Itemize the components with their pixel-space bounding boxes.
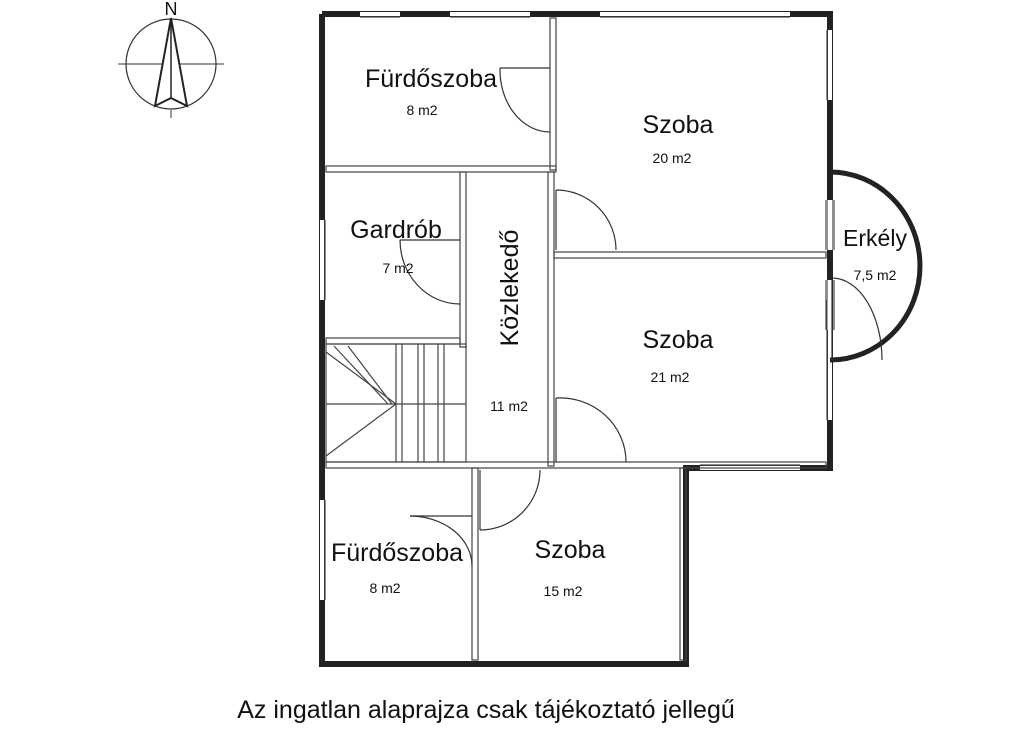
room-name: Szoba [535,536,606,564]
room-name: Gardrób [350,216,442,244]
room-area: 11 m2 [490,398,528,414]
room-name: Közlekedő [496,230,524,347]
room-area: 15 m2 [544,583,583,599]
north-arrow-icon: N [118,0,224,118]
room-area: 8 m2 [406,102,437,118]
room-gardrob: Gardrób 7 m2 [350,216,442,276]
room-erkely: Erkély 7,5 m2 [843,225,907,283]
room-name: Erkély [843,225,907,251]
room-furdoszoba-upper: Fürdőszoba 8 m2 [365,65,497,118]
room-area: 7 m2 [382,260,413,276]
interior-walls [325,17,827,661]
room-name: Fürdőszoba [331,539,463,567]
balcony-outline [825,169,923,363]
room-area: 8 m2 [369,580,400,596]
room-area: 7,5 m2 [854,267,897,283]
room-furdoszoba-lower: Fürdőszoba 8 m2 [331,539,463,596]
disclaimer-note: Az ingatlan alaprajza csak tájékoztató j… [237,696,735,724]
room-szoba-21: Szoba 21 m2 [643,326,714,385]
room-area: 21 m2 [651,369,690,385]
door-swings [399,67,883,567]
room-area: 20 m2 [653,150,692,166]
room-szoba-20: Szoba 20 m2 [643,111,714,166]
room-name: Fürdőszoba [365,65,497,93]
room-name: Szoba [643,326,714,354]
room-szoba-15: Szoba 15 m2 [535,536,606,599]
room-name: Szoba [643,111,714,139]
room-kozlekedo: Közlekedő 11 m2 [490,230,528,414]
compass-label: N [165,0,178,19]
